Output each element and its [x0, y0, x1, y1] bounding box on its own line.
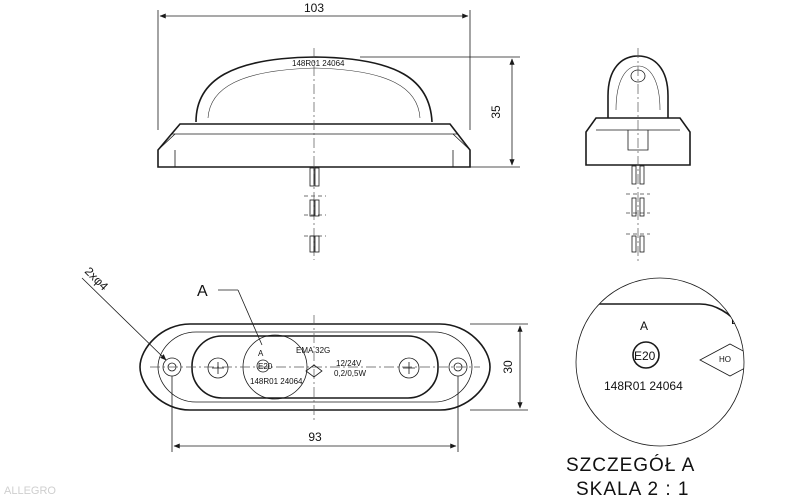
model-label: EMA 32G: [296, 346, 330, 355]
detail-a-approval-number: 148R01 24064: [604, 379, 683, 393]
voltage-label: 12/24V: [336, 359, 362, 368]
detail-a-lens-edge: [576, 303, 744, 446]
detail-a-marker: A: [640, 319, 648, 333]
detail-a-approval-circle: [632, 341, 660, 369]
screw-left-cross: [212, 362, 224, 374]
detail-a-partial-text: E: [731, 313, 739, 327]
side-view: 103 35 148R01 24064: [157, 1, 520, 260]
detail-a-direction-mark: HO: [719, 355, 731, 364]
approval-circle-small: [256, 359, 270, 373]
direction-diamond-small: [305, 364, 323, 378]
end-view: [585, 48, 691, 262]
approval-mark-small: E20: [258, 362, 273, 371]
callout-label: A: [197, 283, 208, 300]
approval-number-small: 148R01 24064: [250, 377, 303, 386]
lens-inner-edge: [207, 67, 421, 119]
base-foot: [174, 150, 454, 167]
dimension-height: 35: [489, 105, 503, 119]
dimension-overall-length: 103: [304, 1, 324, 15]
watermark: ALLEGRO: [4, 485, 56, 497]
detail-a-circle: [575, 277, 745, 447]
housing-rim: [157, 331, 473, 403]
dimension-holes: 2xφ4: [82, 264, 111, 293]
lens-dome: [195, 56, 433, 123]
housing-outline: [139, 323, 491, 411]
screw-right: [398, 357, 420, 379]
leader-holes: [81, 277, 167, 361]
end-wire-leads: [626, 165, 650, 253]
detail-a-approval-mark: E20: [634, 349, 656, 363]
screw-left: [207, 357, 229, 379]
lens-marking: 148R01 24064: [292, 59, 345, 68]
wire-leads: [304, 167, 326, 253]
power-label: 0,2/0,5W: [334, 369, 366, 378]
top-view: 2xφ4 A A E20 EMA 32G 148R01 24064 12/24V…: [81, 264, 528, 452]
base-chamfer: [157, 133, 471, 151]
detail-scale: SKALA 2 : 1: [576, 479, 689, 500]
detail-a: HO E A E20 148R01 24064 SZCZEGÓŁ A SKALA…: [566, 277, 745, 500]
detail-title: SZCZEGÓŁ A: [566, 454, 695, 476]
dimension-width: 30: [501, 360, 515, 374]
dimension-mount-spacing: 93: [308, 430, 322, 444]
end-base: [585, 117, 691, 166]
detail-a-direction-diamond: [699, 343, 744, 377]
approval-marker-small: A: [258, 349, 264, 358]
screw-right-cross: [403, 362, 415, 374]
